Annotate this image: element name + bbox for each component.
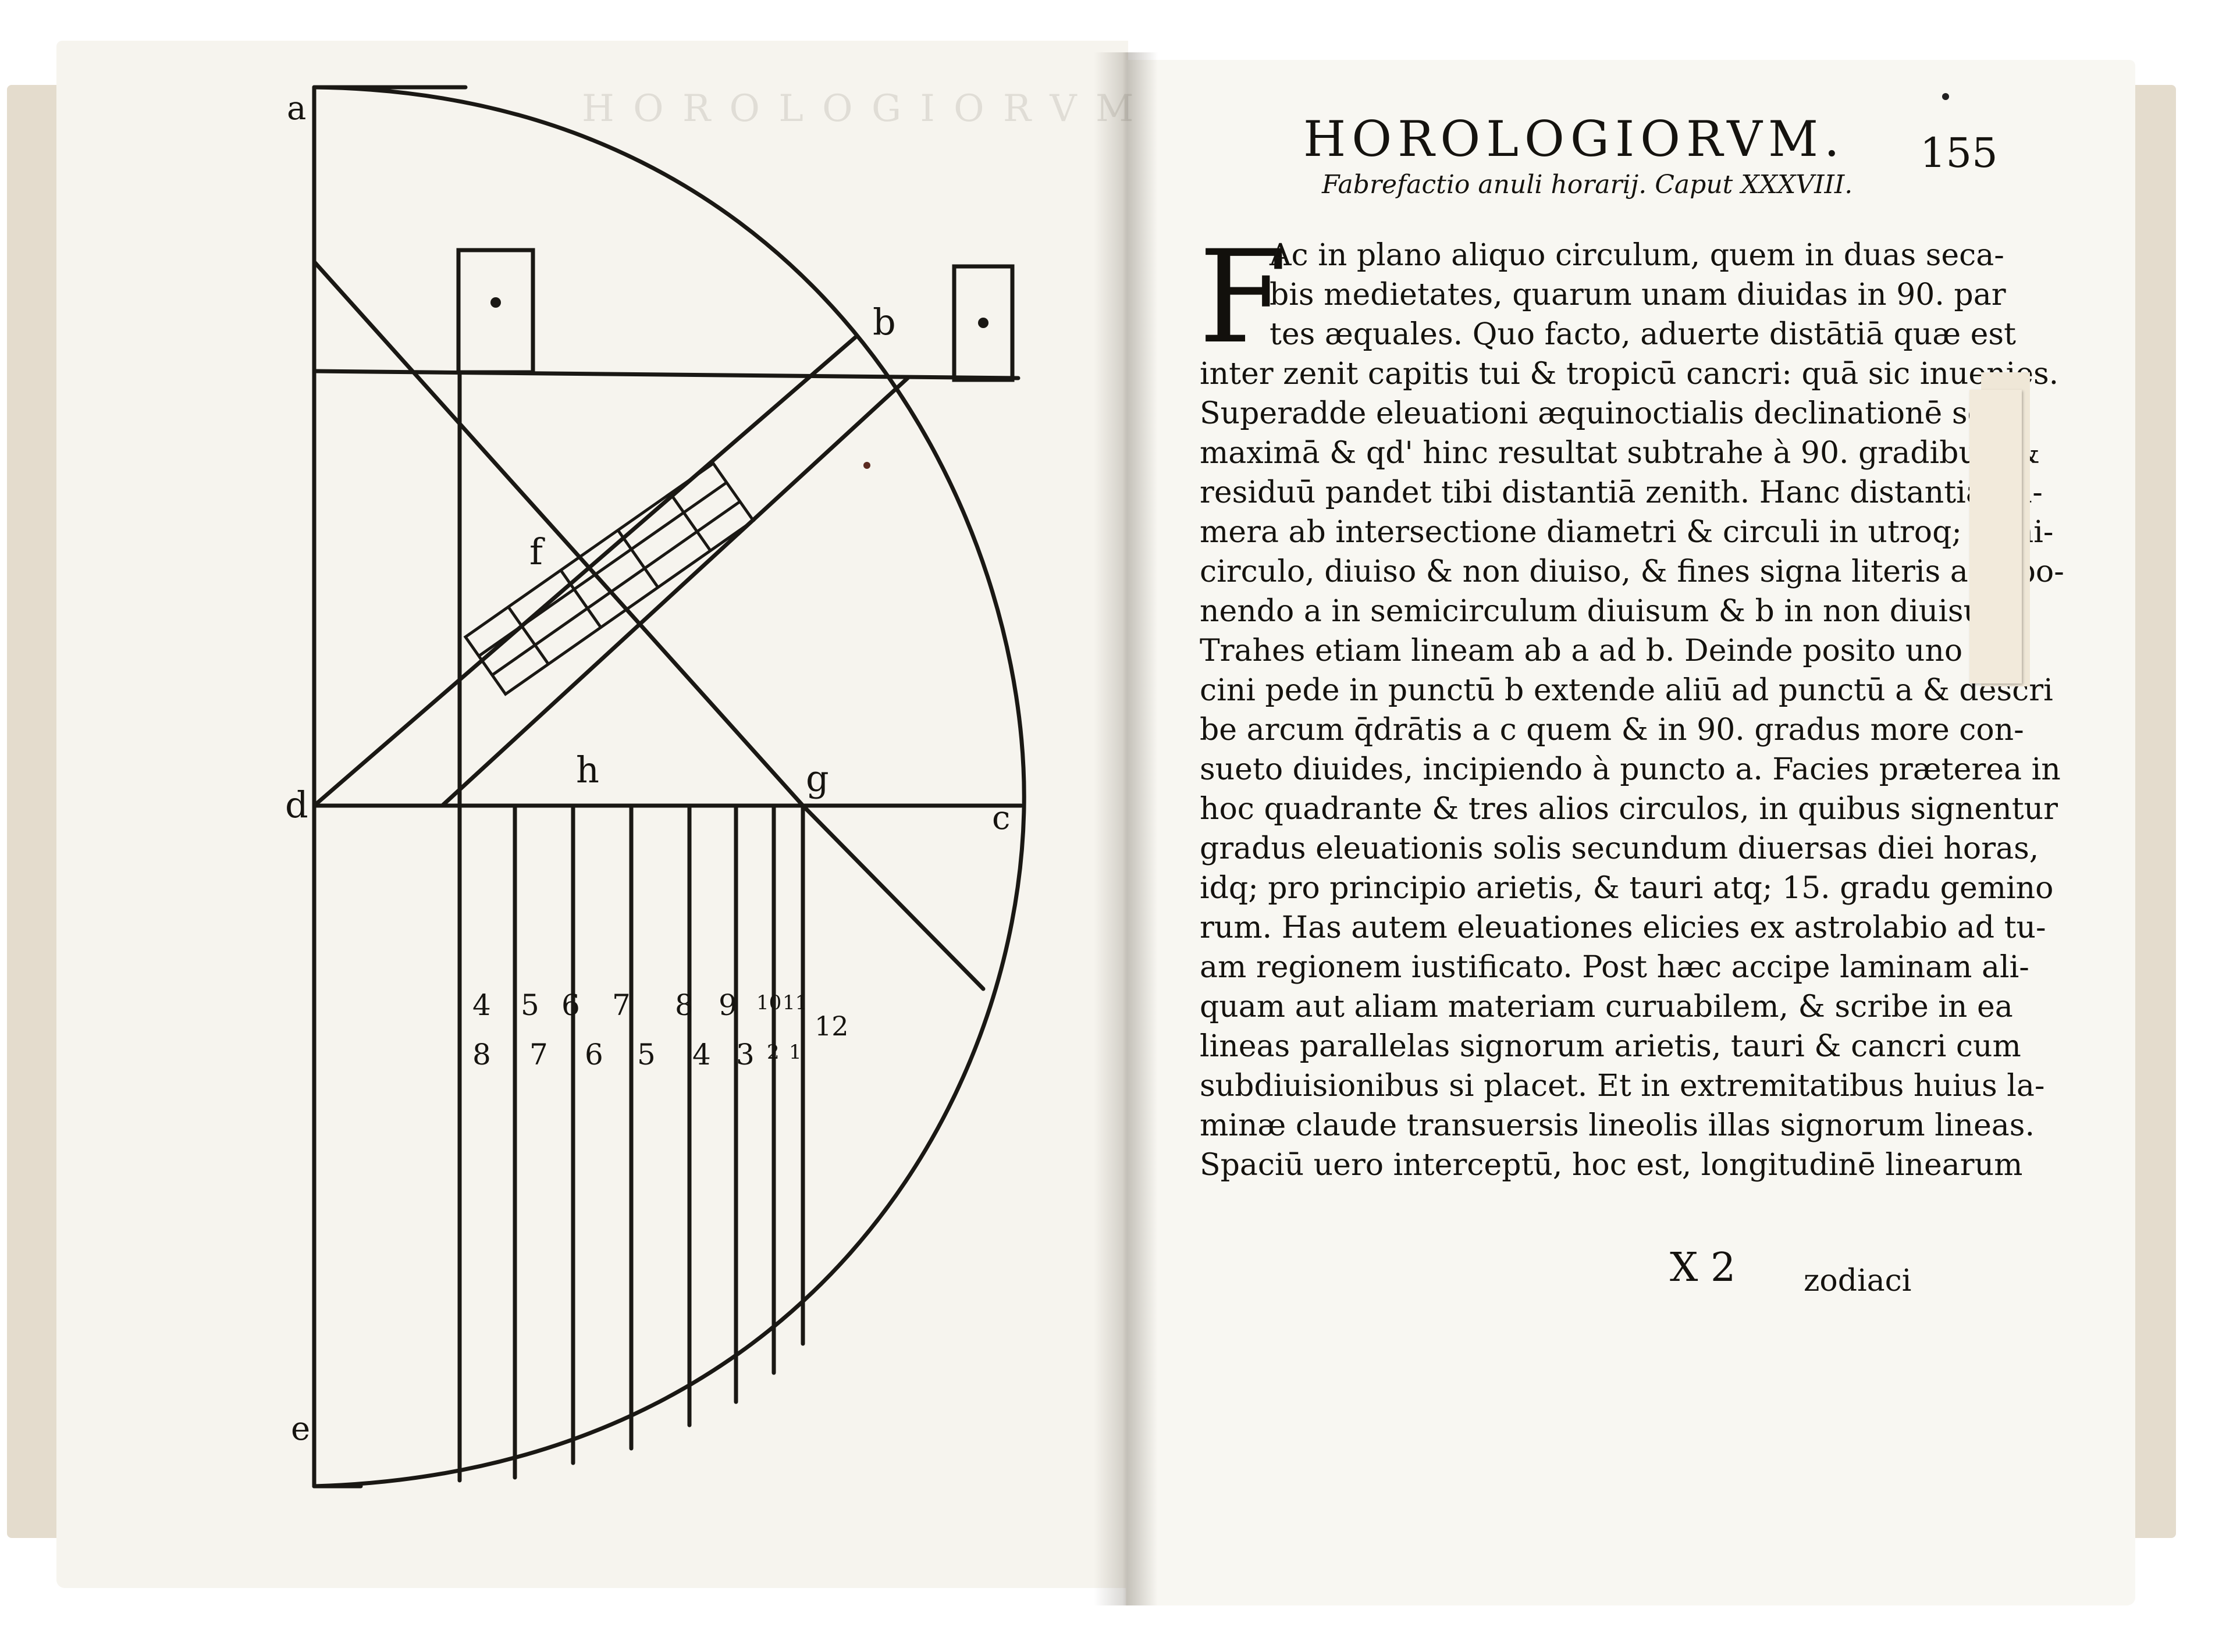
text-line: inter zenit capitis tui & tropicū cancri…: [1200, 357, 2059, 391]
text-line: minæ claude transuersis lineolis illas s…: [1200, 1108, 2035, 1143]
text-line: rum. Has autem eleuationes elicies ex as…: [1200, 910, 2046, 945]
hour-bottom-3: 5: [637, 1038, 656, 1071]
hour-top-4: 8: [675, 988, 694, 1022]
sight-hole-left: [490, 297, 501, 308]
diagram-sight-line: [312, 369, 1021, 380]
hour-top-7: 11: [783, 991, 808, 1014]
left-page: [56, 41, 1128, 1588]
chapter-caption: Fabrefactio anuli horarij. Caput XXXVIII…: [1322, 170, 1853, 200]
hour-top-5: 9: [719, 988, 737, 1022]
hour-top-6: 10: [756, 991, 781, 1014]
label-g: g: [806, 757, 829, 800]
hour-bottom-4: 4: [692, 1038, 711, 1071]
label-c: c: [992, 799, 1010, 837]
label-b: b: [873, 301, 896, 343]
text-line: idq; pro principio arietis, & tauri atq;…: [1200, 871, 2054, 906]
label-f: f: [529, 531, 545, 573]
text-line: Superadde eleuationi æquinoctialis decli…: [1200, 396, 2021, 431]
text-line: am regionem iustificato. Post hæc accipe…: [1200, 950, 2029, 985]
label-d: d: [285, 784, 308, 826]
show-through-text: H O R O L O G I O R V M: [582, 87, 1137, 130]
text-line: gradus eleuationis solis secundum diuers…: [1200, 831, 2039, 866]
sight-hole-right: [978, 318, 989, 328]
hour-top-3: 7: [612, 988, 631, 1022]
text-line: mera ab intersectione diametri & circuli…: [1200, 515, 2054, 550]
text-line: Spaciū uero interceptū, hoc est, longitu…: [1200, 1148, 2023, 1183]
text-line: tes æquales. Quo facto, aduerte distātiā…: [1270, 317, 2016, 352]
text-line: maximā & qd' hinc resultat subtrahe à 90…: [1200, 436, 2040, 471]
text-line: hoc quadrante & tres alios circulos, in …: [1200, 792, 2058, 827]
page-number: 155: [1920, 129, 1998, 177]
hour-bottom-0: 8: [472, 1038, 491, 1071]
text-line: quam aut aliam materiam curuabilem, & sc…: [1200, 989, 2013, 1024]
hour-bottom-6: 2: [767, 1041, 780, 1064]
diagram-diagonal: [312, 259, 805, 808]
hour-bottom-2: 6: [585, 1038, 603, 1071]
diagram-line-db: [312, 335, 858, 808]
text-line: residuū pandet tibi distantiā zenith. Ha…: [1200, 475, 2043, 510]
hour-top-0: 4: [472, 988, 491, 1022]
hour-top-2: 6: [561, 988, 580, 1022]
body-text: Ac in plano aliquo circulum, quem in dua…: [1200, 236, 2064, 1185]
hour-bottom-5: 3: [736, 1038, 755, 1071]
sight-right: [952, 264, 1015, 382]
ink-speck: [1942, 93, 1949, 100]
text-line: Trahes etiam lineam ab a ad b. Deinde po…: [1200, 633, 2024, 668]
text-line: lineas parallelas signorum arietis, taur…: [1200, 1029, 2021, 1064]
catchword: zodiaci: [1804, 1263, 1912, 1298]
paper-slip: [1969, 390, 2022, 683]
label-a: a: [287, 90, 306, 127]
ink-dot: [863, 462, 870, 469]
text-line: cini pede in punctū b extende aliū ad pu…: [1200, 673, 2053, 708]
running-head: HOROLOGIORVM.: [1303, 111, 1846, 168]
text-line: Ac in plano aliquo circulum, quem in dua…: [1270, 238, 2004, 273]
hour-bottom-1: 7: [529, 1038, 548, 1071]
text-line: nendo a in semicirculum diuisum & b in n…: [1200, 594, 2021, 629]
text-line: bis medietates, quarum unam diuidas in 9…: [1270, 277, 2006, 312]
label-e: e: [291, 1410, 310, 1448]
book-gutter: [1094, 52, 1158, 1605]
ring-scale: [463, 461, 756, 696]
label-h: h: [576, 749, 599, 791]
text-line: circulo, diuiso & non diuiso, & fines si…: [1200, 554, 2064, 589]
text-line: sueto diuides, incipiendo à puncto a. Fa…: [1200, 752, 2061, 787]
text-line: subdiuisionibus si placet. Et in extremi…: [1200, 1069, 2045, 1103]
text-line: be arcum q̄drātis a c quem & in 90. grad…: [1200, 713, 2024, 747]
hour-noon: 12: [815, 1010, 849, 1042]
sight-left: [456, 248, 535, 375]
signature-mark: X 2: [1670, 1245, 1736, 1291]
diagram-arc: [312, 85, 1026, 1489]
hour-bottom-7: 1: [789, 1041, 802, 1064]
right-page: [1126, 60, 2135, 1605]
hour-top-1: 5: [521, 988, 539, 1022]
